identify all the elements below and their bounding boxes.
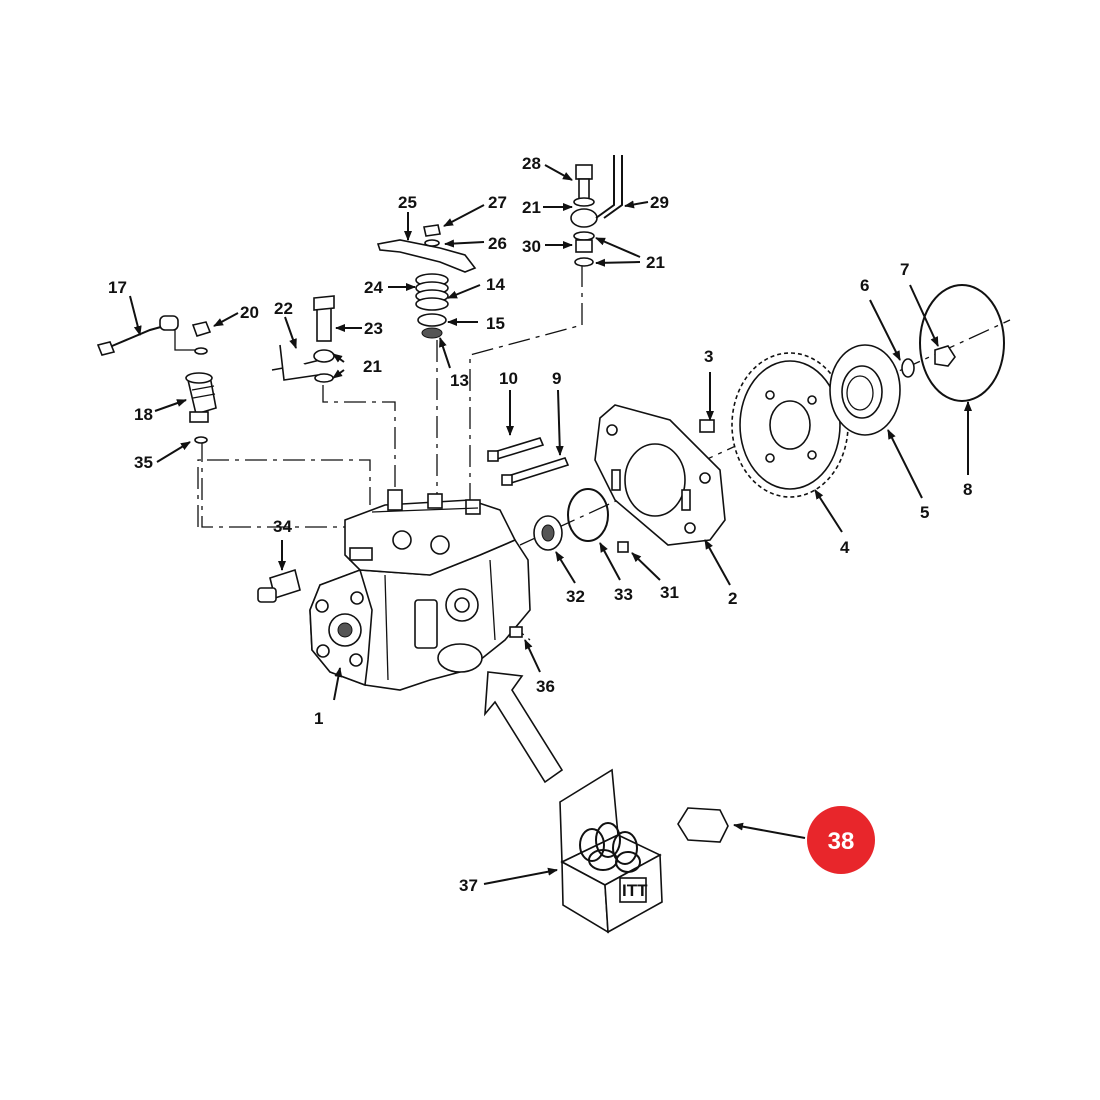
callout-36: 36 bbox=[536, 677, 555, 696]
nut-20 bbox=[191, 321, 212, 337]
callout-24: 24 bbox=[364, 278, 383, 297]
callout-5: 5 bbox=[920, 503, 929, 522]
callout-22: 22 bbox=[274, 299, 293, 318]
callout-23: 23 bbox=[364, 319, 383, 338]
highlight-badge-label: 38 bbox=[828, 828, 855, 855]
callout-17: 17 bbox=[108, 278, 127, 297]
hub-5 bbox=[829, 344, 901, 436]
screw-31 bbox=[617, 541, 629, 553]
callout-21-banjo: 21 bbox=[363, 357, 382, 376]
callout-10: 10 bbox=[499, 369, 518, 388]
banjo-bolt-28 bbox=[570, 155, 623, 267]
highlight-badge-38[interactable]: 38 bbox=[807, 806, 875, 874]
callout-29: 29 bbox=[650, 193, 669, 212]
nut-7 bbox=[934, 345, 956, 367]
adapter-plate-2 bbox=[594, 404, 726, 546]
callout-3: 3 bbox=[704, 347, 713, 366]
callout-37: 37 bbox=[459, 876, 478, 895]
drive-gear-4 bbox=[731, 352, 849, 498]
callout-2: 2 bbox=[728, 589, 737, 608]
callout-26: 26 bbox=[488, 234, 507, 253]
callout-9: 9 bbox=[552, 369, 561, 388]
fuel-shutoff-solenoid bbox=[185, 372, 217, 444]
callout-31: 31 bbox=[660, 583, 679, 602]
callout-21-upper: 21 bbox=[522, 198, 541, 217]
callout-28: 28 bbox=[522, 154, 541, 173]
kit-box-logo: ITT bbox=[622, 881, 648, 900]
callout-27: 27 bbox=[488, 193, 507, 212]
bracket-25 bbox=[376, 224, 477, 273]
callout-1: 1 bbox=[314, 709, 323, 728]
bolts-9-10 bbox=[487, 437, 570, 486]
screw-3 bbox=[699, 419, 715, 433]
callout-4: 4 bbox=[840, 538, 850, 557]
callout-20: 20 bbox=[240, 303, 259, 322]
callout-labels: 1 2 3 4 5 6 7 8 9 10 13 14 15 17 18 20 2… bbox=[108, 154, 972, 895]
fitting-34 bbox=[257, 568, 301, 603]
banjo-fitting-22 bbox=[271, 295, 335, 383]
callout-34: 34 bbox=[273, 517, 292, 536]
callout-13: 13 bbox=[450, 371, 469, 390]
leader-arrows bbox=[129, 164, 972, 885]
spring-stack bbox=[415, 273, 449, 339]
callout-14: 14 bbox=[486, 275, 505, 294]
gasket-38 bbox=[677, 807, 729, 843]
o-ring-8 bbox=[919, 284, 1005, 402]
wire-lead-17 bbox=[96, 315, 208, 356]
plug-36 bbox=[509, 626, 523, 638]
callout-18: 18 bbox=[134, 405, 153, 424]
washer-6 bbox=[901, 358, 915, 378]
callout-33: 33 bbox=[614, 585, 633, 604]
injection-pump-body bbox=[309, 489, 531, 691]
callout-32: 32 bbox=[566, 587, 585, 606]
callout-21-lower: 21 bbox=[646, 253, 665, 272]
o-ring-33 bbox=[567, 488, 609, 542]
highlight-badge-circle[interactable] bbox=[807, 806, 875, 874]
seal-kit-box: ITT bbox=[559, 768, 663, 934]
callout-30: 30 bbox=[522, 237, 541, 256]
callout-7: 7 bbox=[900, 260, 909, 279]
callout-25: 25 bbox=[398, 193, 417, 212]
kit-arrow bbox=[484, 671, 564, 784]
callout-35: 35 bbox=[134, 453, 153, 472]
callout-6: 6 bbox=[860, 276, 869, 295]
callout-8: 8 bbox=[963, 480, 972, 499]
callout-15: 15 bbox=[486, 314, 505, 333]
seal-32 bbox=[533, 515, 563, 551]
